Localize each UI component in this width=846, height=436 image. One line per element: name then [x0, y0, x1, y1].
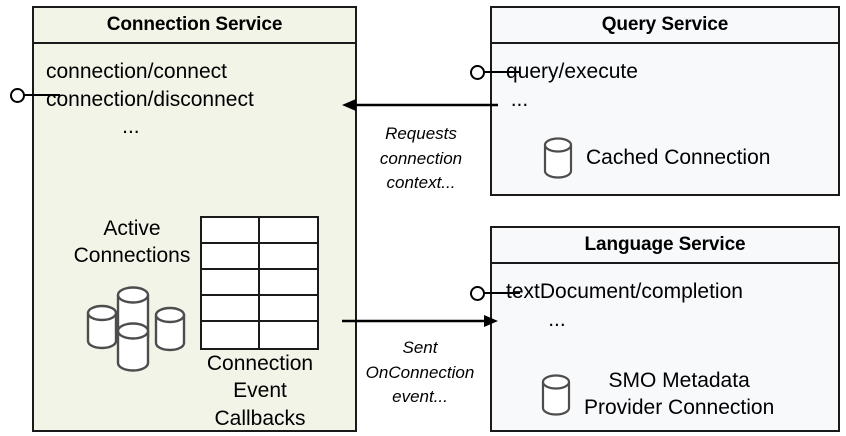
- table-cell: [259, 270, 317, 296]
- table-cell: [202, 244, 260, 270]
- smo-metadata-provider-connection-label: SMO Metadata Provider Connection: [584, 369, 775, 419]
- connection-event-callbacks-label: Connection Event Callbacks: [184, 350, 336, 432]
- language-service-body: textDocument/completion ... SMO Metadata…: [492, 264, 838, 430]
- database-icon: [541, 374, 571, 416]
- component-query-service[interactable]: Query Service query/execute ... Cached C…: [490, 6, 840, 196]
- table-cell: [202, 296, 260, 322]
- callbacks-text: Connection Event Callbacks: [206, 352, 314, 430]
- component-connection-service[interactable]: Connection Service connection/connect co…: [32, 6, 357, 432]
- database-cluster-icon: [86, 286, 186, 372]
- language-service-title: Language Service: [492, 228, 838, 264]
- connection-service-interface-list: connection/connect connection/disconnect…: [46, 58, 254, 141]
- interface-stem: [24, 94, 60, 96]
- query-service-ellipsis: ...: [510, 87, 529, 111]
- table-cell: [202, 270, 260, 296]
- language-service-interface-list: textDocument/completion ...: [506, 278, 743, 333]
- interface-stem: [484, 292, 520, 294]
- table-cell: [260, 322, 318, 348]
- table-cell: [202, 322, 260, 348]
- language-service-ellipsis: ...: [548, 307, 566, 331]
- flow-label-sent-onconnection-event: Sent OnConnection event...: [365, 338, 475, 407]
- cached-connection-label: Cached Connection: [586, 145, 771, 169]
- flow-label-requests-connection-context: Requests connection context...: [379, 124, 463, 193]
- database-icon: [543, 137, 573, 179]
- connection-service-body: connection/connect connection/disconnect…: [34, 44, 355, 430]
- interface-ball-icon: [470, 65, 485, 80]
- flow-arrow-requests-connection-context: [342, 99, 498, 111]
- query-service-body: query/execute ... Cached Connection: [492, 44, 838, 194]
- table-cell: [259, 218, 317, 244]
- interface-connection-connect: connection/connect: [46, 60, 227, 83]
- table-cell: [202, 218, 260, 244]
- language-service-artifact: SMO Metadata Provider Connection: [540, 368, 774, 422]
- interface-connection-disconnect: connection/disconnect: [46, 87, 254, 111]
- connection-event-callbacks-table[interactable]: [200, 216, 319, 350]
- interface-ball-icon: [10, 88, 25, 103]
- table-cell: [259, 244, 317, 270]
- component-language-service[interactable]: Language Service textDocument/completion…: [490, 226, 840, 432]
- query-service-artifact: Cached Connection: [542, 136, 770, 180]
- interface-query-execute: query/execute: [506, 60, 638, 83]
- active-connections-label: Active Connections: [52, 216, 212, 270]
- table-cell: [259, 296, 317, 322]
- query-service-title: Query Service: [492, 8, 838, 44]
- interface-ball-icon: [470, 286, 485, 301]
- query-service-interface-list: query/execute ...: [506, 58, 638, 113]
- connection-service-ellipsis: ...: [122, 115, 140, 139]
- connection-service-title: Connection Service: [34, 8, 355, 44]
- active-connections-text: Active Connections: [73, 217, 191, 267]
- flow-arrow-sent-onconnection-event: [342, 315, 498, 327]
- interface-stem: [484, 71, 520, 73]
- interface-textdocument-completion: textDocument/completion: [506, 280, 743, 303]
